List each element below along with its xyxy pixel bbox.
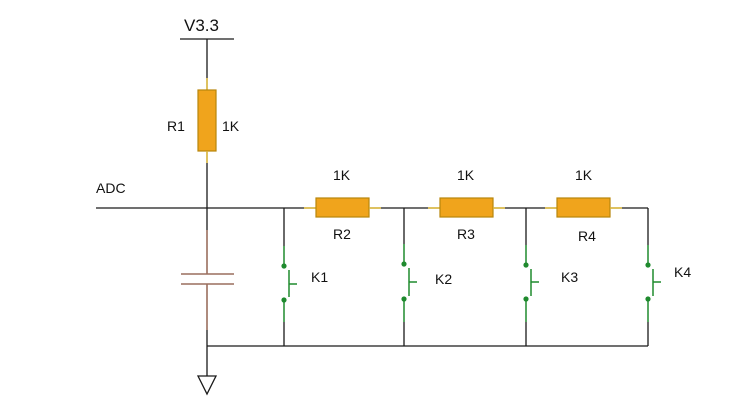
r3-value-label: 1K xyxy=(457,167,475,183)
switch-k2 xyxy=(401,208,417,346)
r1-value-label: 1K xyxy=(222,118,240,134)
resistor-r2 xyxy=(315,197,370,218)
switch-k3 xyxy=(523,208,539,346)
resistor-r3 xyxy=(439,197,494,218)
k4-label: K4 xyxy=(674,264,691,280)
supply-label: V3.3 xyxy=(184,16,219,35)
ground-icon xyxy=(196,375,218,396)
r2-ref-label: R2 xyxy=(333,226,351,242)
resistor-r1 xyxy=(197,89,217,152)
r2-value-label: 1K xyxy=(333,167,351,183)
k1-label: K1 xyxy=(311,269,328,285)
switch-k1 xyxy=(281,208,297,346)
r4-ref-label: R4 xyxy=(578,228,596,244)
r4-value-label: 1K xyxy=(575,167,593,183)
adc-label: ADC xyxy=(96,180,126,196)
switch-k4 xyxy=(645,208,661,346)
capacitor xyxy=(181,273,234,285)
r3-ref-label: R3 xyxy=(457,226,475,242)
r1-ref-label: R1 xyxy=(167,118,185,134)
k2-label: K2 xyxy=(435,271,452,287)
k3-label: K3 xyxy=(561,269,578,285)
resistor-r4 xyxy=(556,197,611,218)
